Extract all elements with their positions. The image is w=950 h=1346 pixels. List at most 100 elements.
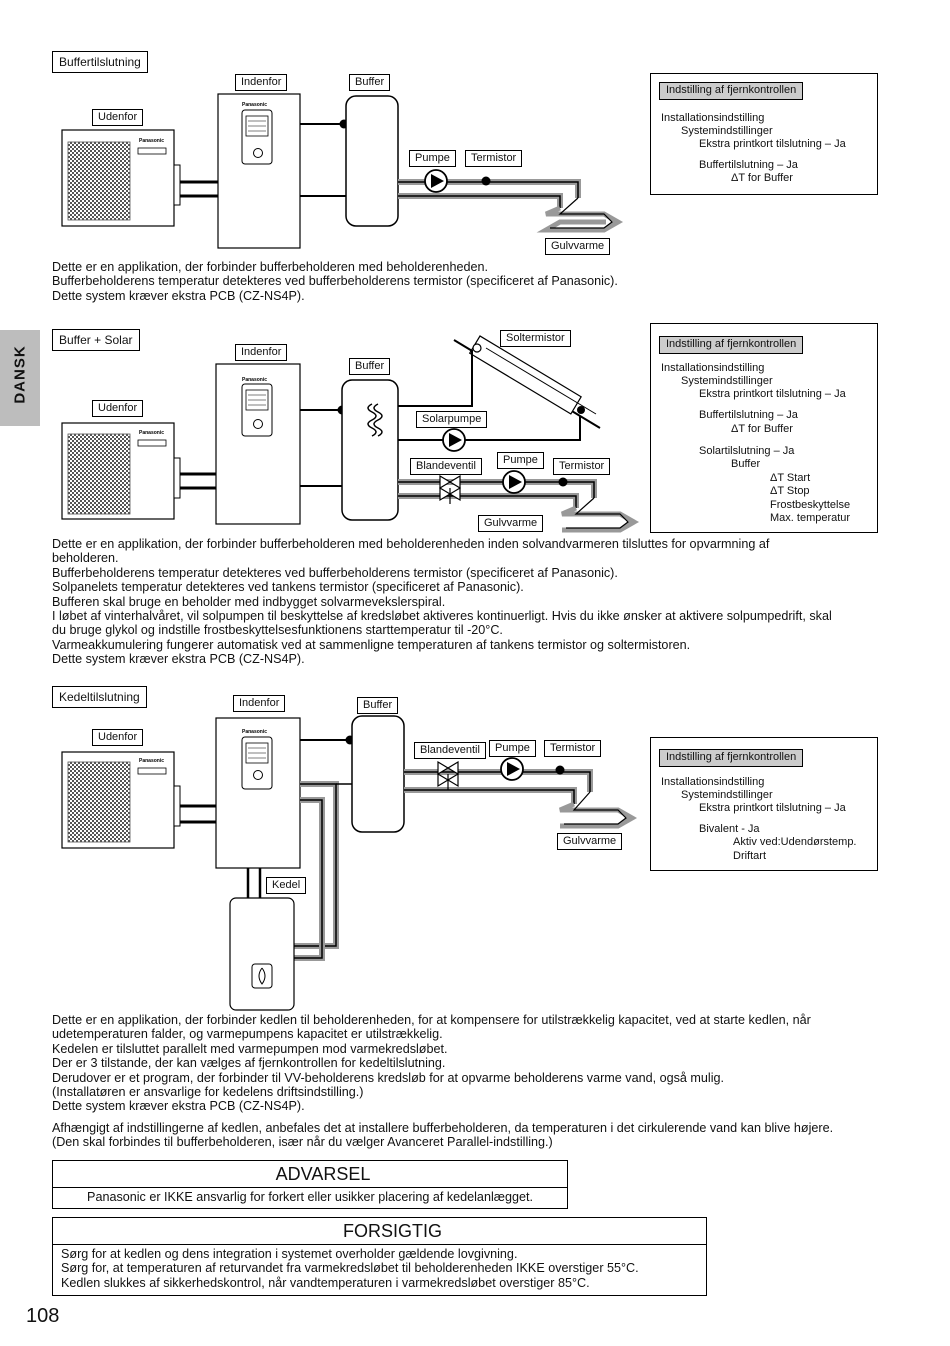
text-line: Dette er en applikation, der forbinder b… (52, 260, 488, 274)
label-boiler: Kedel (266, 877, 307, 894)
panel-line: Ekstra printkort tilslutning – Ja (699, 388, 846, 400)
label-floor-heating: Gulvvarme (545, 238, 611, 255)
warning-text: Panasonic er IKKE ansvarlig for forkert … (87, 1190, 533, 1204)
warning-title: ADVARSEL (53, 1161, 567, 1188)
section3-text: Dette er en applikation, der forbinder k… (52, 1013, 902, 1114)
panel-line: ΔT Start (770, 472, 811, 484)
svg-text:Panasonic: Panasonic (242, 377, 267, 383)
text-line: (Den skal forbindes til bufferbeholderen… (52, 1135, 553, 1150)
label-indoor: Indenfor (235, 74, 288, 91)
panel-header: Indstilling af fjernkontrollen (659, 82, 804, 100)
diagram-1: Panasonic Panasonic (61, 93, 624, 249)
label-solar-pump: Solarpumpe (416, 411, 488, 428)
label-buffer: Buffer (349, 358, 391, 375)
language-side-tab: DANSK (0, 330, 40, 426)
section-title-boiler: Kedeltilslutning (52, 686, 147, 708)
panel-line: Max. temperatur (770, 512, 851, 524)
panel-line: Ekstra printkort tilslutning – Ja (699, 138, 846, 150)
panel-line: ΔT for Buffer (731, 172, 793, 184)
panel-line: Systemindstillinger (681, 375, 773, 387)
panel-line: Installationsindstilling (661, 362, 765, 374)
panel-line: Buffertilslutning – Ja (699, 159, 798, 171)
warning-box: ADVARSEL Panasonic er IKKE ansvarlig for… (52, 1160, 568, 1209)
panel-header: Indstilling af fjernkontrollen (659, 749, 804, 767)
label-pump: Pumpe (497, 452, 544, 469)
panel-line: Installationsindstilling (661, 112, 765, 124)
text-line: udetemperaturen falder, og varmepumpens … (52, 1027, 443, 1042)
panel-line: Solartilslutning – Ja (699, 445, 795, 457)
remote-settings-panel-1: Indstilling af fjernkontrollen Installat… (650, 73, 878, 195)
label-floor-heating: Gulvvarme (557, 833, 623, 850)
text-line: Bufferbeholderens temperatur detekteres … (52, 274, 618, 289)
label-indoor: Indenfor (235, 344, 288, 361)
label-thermistor: Termistor (465, 150, 523, 167)
panel-line: Aktiv ved:Udendørstemp. (733, 836, 857, 848)
text-line: Dette system kræver ekstra PCB (CZ-NS4P)… (52, 288, 305, 303)
panel-line: Installationsindstilling (661, 776, 765, 788)
svg-text:Panasonic: Panasonic (139, 430, 164, 436)
text-line: Solpanelets temperatur detekteres ved ta… (52, 580, 524, 595)
thermistor-1 (481, 176, 491, 186)
text-line: Dette er en applikation, der forbinder b… (52, 537, 770, 551)
buffer-tank-1 (345, 95, 399, 227)
label-indoor: Indenfor (233, 695, 286, 712)
text-line: Derudover er et program, der forbinder t… (52, 1070, 725, 1085)
text-line: Kedelen er tilsluttet parallelt med varm… (52, 1041, 448, 1056)
text-line: Dette er en applikation, der forbinder k… (52, 1013, 811, 1027)
remote-settings-panel-2: Indstilling af fjernkontrollen Installat… (650, 323, 878, 533)
section3-note: Afhængigt af indstillingerne af kedlen, … (52, 1121, 902, 1150)
label-outdoor: Udenfor (92, 109, 144, 126)
page-number: 108 (26, 1305, 60, 1327)
label-pump: Pumpe (489, 740, 536, 757)
label-outdoor: Udenfor (92, 729, 144, 746)
caution-box: FORSIGTIG Sørg for at kedlen og dens int… (52, 1217, 707, 1296)
text-line: beholderen. (52, 551, 119, 566)
panel-header: Indstilling af fjernkontrollen (659, 336, 804, 354)
section1-text: Dette er en applikation, der forbinder b… (52, 260, 902, 303)
label-outdoor: Udenfor (92, 400, 144, 417)
label-thermistor: Termistor (544, 740, 602, 757)
panel-line: Buffertilslutning – Ja (699, 409, 798, 421)
panel-line: Systemindstillinger (681, 789, 773, 801)
section2-text: Dette er en applikation, der forbinder b… (52, 537, 902, 667)
diagram-2: Panasonic Panasonic (61, 335, 640, 533)
text-line: Afhængigt af indstillingerne af kedlen, … (52, 1121, 834, 1135)
svg-text:Panasonic: Panasonic (139, 138, 164, 144)
svg-text:Panasonic: Panasonic (139, 758, 164, 764)
label-mixing-valve: Blandeventil (414, 742, 486, 759)
text-line: Der er 3 tilstande, der kan vælges af fj… (52, 1056, 446, 1071)
label-thermistor: Termistor (553, 458, 611, 475)
caution-title: FORSIGTIG (53, 1218, 706, 1245)
panel-line: Bivalent - Ja (699, 823, 760, 835)
label-buffer: Buffer (357, 697, 399, 714)
section-title-buffer-solar: Buffer + Solar (52, 329, 140, 351)
text-line: Bufferen skal bruge en beholder med indb… (52, 594, 446, 609)
panel-line: Driftart (733, 850, 766, 862)
text-line: du bruge glykol og indstille frostbeskyt… (52, 623, 503, 638)
text-line: Dette system kræver ekstra PCB (CZ-NS4P)… (52, 652, 305, 667)
panel-line: ΔT for Buffer (731, 423, 793, 435)
svg-text:Panasonic: Panasonic (242, 102, 267, 108)
panel-line: Frostbeskyttelse (770, 499, 851, 511)
panel-line: Ekstra printkort tilslutning – Ja (699, 802, 846, 814)
text-line: Varmeakkumulering fungerer automatisk ve… (52, 637, 691, 652)
caution-line: Kedlen slukkes af sikkerhedskontrol, når… (61, 1275, 590, 1290)
remote-settings-panel-3: Indstilling af fjernkontrollen Installat… (650, 737, 878, 871)
label-floor-heating: Gulvvarme (478, 515, 544, 532)
text-line: Dette system kræver ekstra PCB (CZ-NS4P)… (52, 1099, 305, 1114)
svg-text:Panasonic: Panasonic (242, 729, 267, 735)
boiler-unit (229, 897, 295, 1011)
label-pump: Pumpe (409, 150, 456, 167)
text-line: (Installatøren er ansvarlige for kedelen… (52, 1085, 364, 1100)
panel-line: Buffer (731, 458, 761, 470)
panel-line: ΔT Stop (770, 485, 810, 497)
label-mixing-valve: Blandeventil (410, 458, 482, 475)
caution-line: Sørg for, at temperaturen af returvandet… (61, 1261, 639, 1276)
text-line: I løbet af vinterhalvåret, vil solpumpen… (52, 609, 832, 624)
diagram-3: Panasonic Panasonic (61, 715, 638, 1011)
section-title-buffer: Buffertilslutning (52, 51, 148, 73)
text-line: Bufferbeholderens temperatur detekteres … (52, 565, 618, 580)
label-solar-thermistor: Soltermistor (500, 330, 571, 347)
caution-line: Sørg for at kedlen og dens integration i… (61, 1247, 518, 1261)
